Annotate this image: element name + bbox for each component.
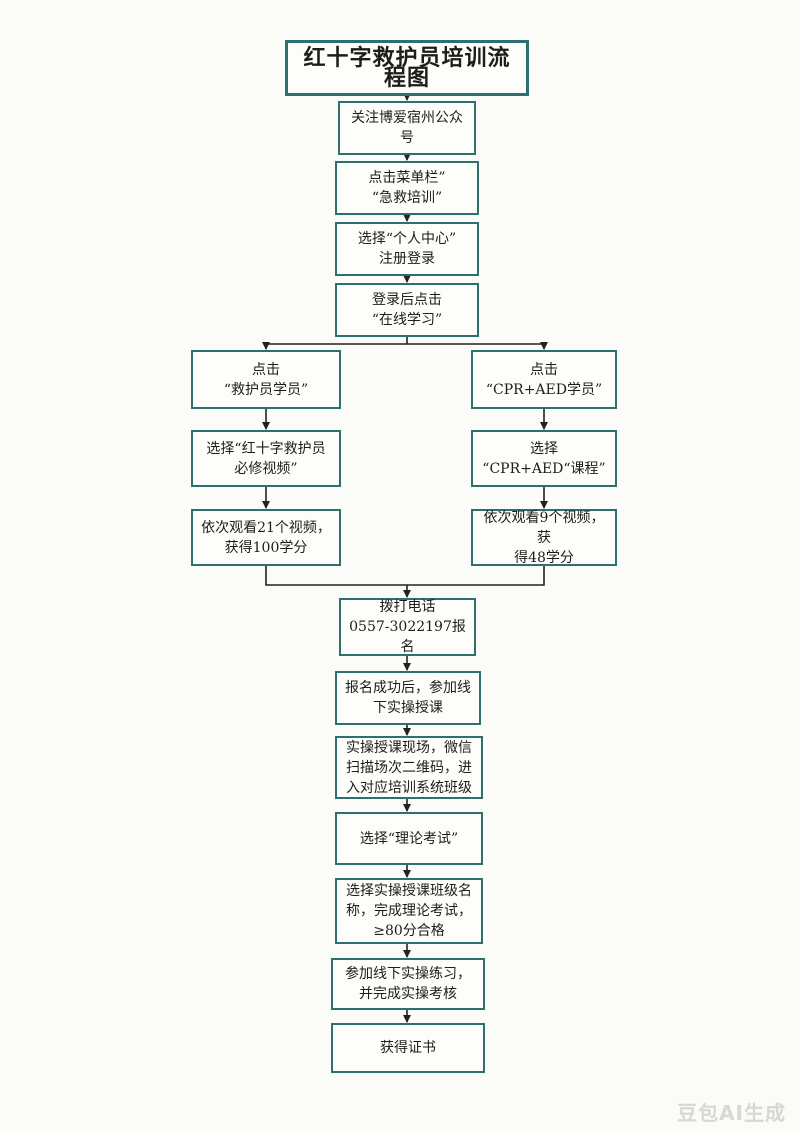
step-scan-qr: 实操授课现场，微信 扫描场次二维码，进 入对应培训系统班级 — [335, 736, 483, 799]
step-cpr-aed-course: 选择 “CPR+AED“课程” — [471, 430, 617, 487]
step-watch-21-videos: 依次观看21个视频， 获得100学分 — [191, 509, 341, 566]
step-practical-assessment: 参加线下实操练习， 并完成实操考核 — [331, 958, 485, 1010]
step-call-register: 拨打电话 0557-3022197报名 — [339, 598, 476, 656]
step-cpr-aed-student: 点击 “CPR+AED学员” — [471, 350, 617, 409]
step-menu-first-aid: 点击菜单栏” “急救培训” — [335, 161, 479, 215]
step-personal-center: 选择“个人中心” 注册登录 — [335, 222, 479, 276]
step-online-learning: 登录后点击 “在线学习” — [335, 283, 479, 337]
step-follow-account: 关注博爱宿州公众号 — [338, 101, 476, 155]
step-rescuer-student: 点击 “救护员学员” — [191, 350, 341, 409]
page-title: 红十字救护员培训流程图 — [285, 40, 529, 96]
step-required-videos: 选择“红十字救护员 必修视频” — [191, 430, 341, 487]
step-complete-exam: 选择实操授课班级名 称，完成理论考试， ≥80分合格 — [335, 878, 483, 944]
split-line-right — [407, 342, 548, 350]
watermark: 豆包AI生成 — [677, 1101, 786, 1125]
step-offline-class: 报名成功后，参加线 下实操授课 — [335, 671, 481, 725]
split-line — [262, 337, 408, 350]
step-watch-9-videos: 依次观看9个视频，获 得48学分 — [471, 509, 617, 566]
merge-line — [265, 566, 545, 586]
step-get-certificate: 获得证书 — [331, 1023, 485, 1073]
step-theory-exam: 选择“理论考试” — [335, 812, 483, 865]
